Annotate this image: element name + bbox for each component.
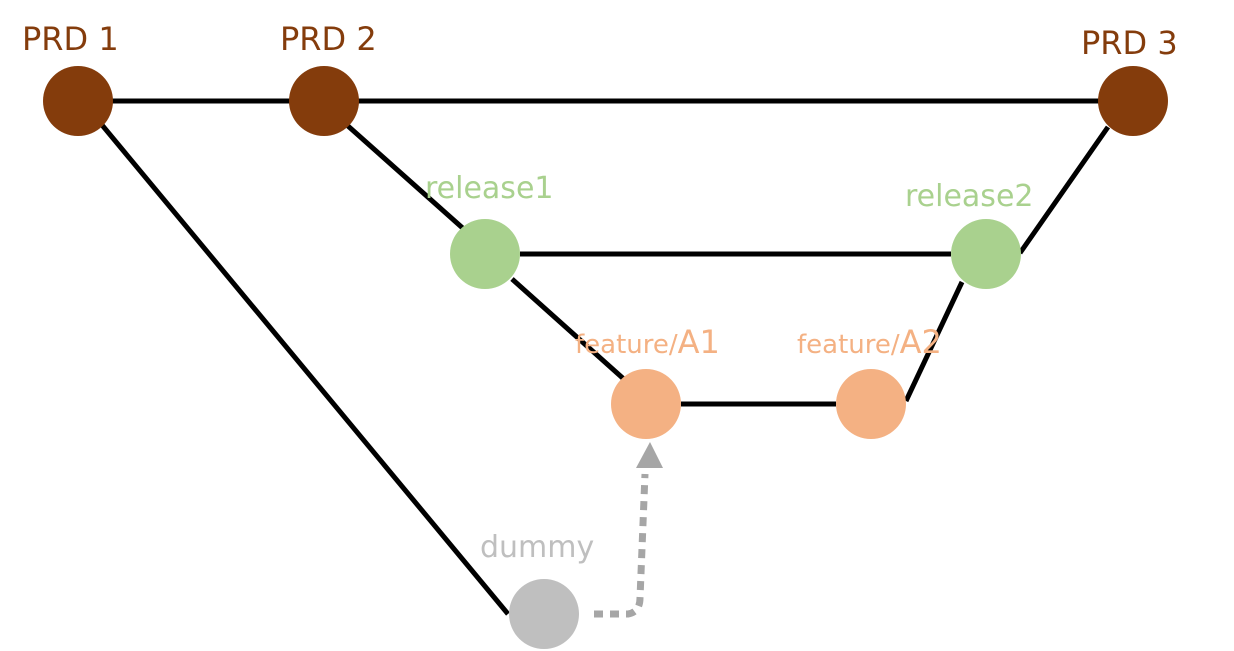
label-featureA1-prefix: feature/ <box>575 330 678 360</box>
label-featureA1-suffix: A1 <box>678 323 720 361</box>
label-featureA2-prefix: feature/ <box>797 330 900 360</box>
node-prd1[interactable] <box>43 66 113 136</box>
label-prd3: PRD 3 <box>1081 24 1178 62</box>
label-prd2: PRD 2 <box>280 20 377 58</box>
edge-release1-featureA1 <box>510 277 628 383</box>
label-featureA2-suffix: A2 <box>900 323 942 361</box>
node-dummy[interactable] <box>509 579 579 649</box>
edge-prd2-release1 <box>346 124 468 233</box>
label-featureA1: feature/A1 <box>575 323 720 361</box>
node-featureA2[interactable] <box>836 369 906 439</box>
node-release1[interactable] <box>450 219 520 289</box>
label-release1: release1 <box>425 171 553 206</box>
edges <box>100 98 1111 616</box>
node-prd2[interactable] <box>289 66 359 136</box>
node-prd3[interactable] <box>1098 66 1168 136</box>
edge-prd3-release2 <box>1017 125 1111 255</box>
nodes <box>43 66 1168 649</box>
node-release2[interactable] <box>951 219 1021 289</box>
label-dummy: dummy <box>480 530 594 565</box>
label-release2: release2 <box>905 179 1033 214</box>
edge-prd1-dummy <box>100 123 510 616</box>
label-featureA2: feature/A2 <box>797 323 942 361</box>
label-prd1: PRD 1 <box>22 20 119 58</box>
labels: PRD 1 PRD 2 PRD 3 release1 release2 feat… <box>22 20 1178 565</box>
dummy-to-featureA1-dashed-arrow <box>594 473 649 618</box>
dashed-arrow-head <box>636 442 663 468</box>
edge-featureA2-release2 <box>903 280 965 403</box>
node-featureA1[interactable] <box>611 369 681 439</box>
